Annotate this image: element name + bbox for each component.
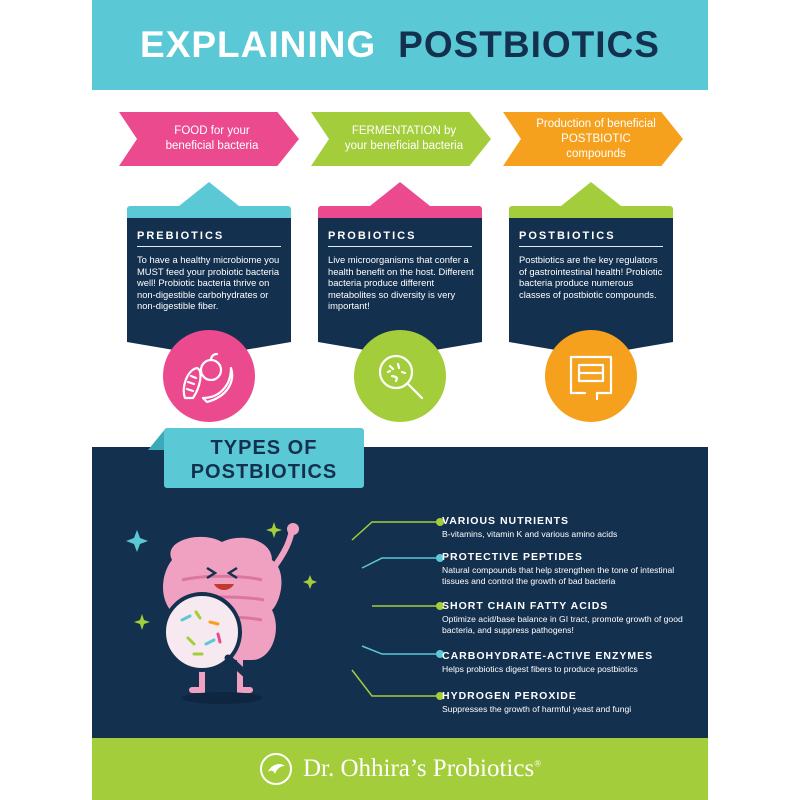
type-item-name: SHORT CHAIN FATTY ACIDS xyxy=(442,600,609,612)
card-prebiotics-body xyxy=(127,218,291,342)
card-probiotics-body xyxy=(318,218,482,342)
card-postbiotics-circle xyxy=(545,330,637,422)
card-postbiotics: POSTBIOTICS Postbiotics are the key regu… xyxy=(509,182,673,422)
type-connectors xyxy=(351,518,444,700)
intestine-icon xyxy=(569,355,613,401)
microscope-icon xyxy=(378,354,424,400)
footer-brand-text: Dr. Ohhira’s Probiotics xyxy=(302,755,535,782)
card-postbiotics-body xyxy=(509,218,673,342)
type-item-name: CARBOHYDRATE-ACTIVE ENZYMES xyxy=(442,650,654,662)
type-item-peptides: PROTECTIVE PEPTIDES Natural compounds th… xyxy=(442,551,702,587)
arrow-food: FOOD for your beneficial bacteria xyxy=(119,112,299,166)
card-probiotics-bar xyxy=(318,206,482,218)
arrow-food-text: FOOD for your beneficial bacteria xyxy=(165,125,259,152)
arrow-production: Production of beneficial POSTBIOTIC comp… xyxy=(503,112,683,166)
page-title-part2: POSTBIOTICS xyxy=(398,24,660,65)
arrow-production-text: Production of beneficial POSTBIOTIC comp… xyxy=(536,117,656,160)
type-item-enzymes: CARBOHYDRATE-ACTIVE ENZYMES Helps probio… xyxy=(442,650,702,675)
card-postbiotics-text: Postbiotics are the key regulators of ga… xyxy=(519,254,663,300)
card-probiotics-text: Live microorganisms that confer a health… xyxy=(328,254,474,312)
type-item-name: PROTECTIVE PEPTIDES xyxy=(442,551,583,563)
type-item-desc: B-vitamins, vitamin K and various amino … xyxy=(442,529,618,539)
intestine-mascot-icon xyxy=(126,522,317,704)
card-probiotics: PROBIOTICS Live microorganisms that conf… xyxy=(318,182,482,422)
footer: Dr. Ohhira’s Probiotics® xyxy=(92,738,708,800)
type-item-nutrients: VARIOUS NUTRIENTS B-vitamins, vitamin K … xyxy=(442,515,702,540)
card-prebiotics-bar xyxy=(127,206,291,218)
card-probiotics-circle xyxy=(354,330,446,422)
card-prebiotics-title: PREBIOTICS xyxy=(137,230,225,242)
arrow-fermentation: FERMENTATION by your beneficial bacteria xyxy=(311,112,491,166)
card-postbiotics-bar xyxy=(509,206,673,218)
type-item-scfa: SHORT CHAIN FATTY ACIDS Optimize acid/ba… xyxy=(442,600,702,636)
card-prebiotics-pointer xyxy=(179,182,239,206)
arrow-fermentation-text: FERMENTATION by your beneficial bacteria xyxy=(344,125,464,152)
fruit-icon xyxy=(182,352,234,404)
type-item-desc: Optimize acid/base balance in GI tract, … xyxy=(442,614,683,635)
card-divider xyxy=(328,246,472,247)
types-title: TYPES OF POSTBIOTICS xyxy=(190,437,338,483)
type-item-desc: Helps probiotics digest fibers to produc… xyxy=(442,664,638,674)
infographic-page: EXPLAINING POSTBIOTICS FOOD for your bene… xyxy=(92,0,708,800)
registered-mark: ® xyxy=(534,758,542,769)
types-banner xyxy=(164,428,364,488)
card-postbiotics-pointer xyxy=(561,182,621,206)
page-title: EXPLAINING POSTBIOTICS xyxy=(140,24,660,66)
type-item-desc: Natural compounds that help strengthen t… xyxy=(442,565,675,586)
type-item-name: VARIOUS NUTRIENTS xyxy=(442,515,570,527)
card-prebiotics: PREBIOTICS To have a healthy microbiome … xyxy=(127,182,291,422)
card-divider xyxy=(519,246,663,247)
card-postbiotics-title: POSTBIOTICS xyxy=(519,230,616,242)
card-divider xyxy=(137,246,281,247)
card-prebiotics-text: To have a healthy microbiome you MUST fe… xyxy=(137,254,280,312)
page-title-part1: EXPLAINING xyxy=(140,24,377,65)
type-item-desc: Suppresses the growth of harmful yeast a… xyxy=(442,704,632,714)
header-banner: EXPLAINING POSTBIOTICS xyxy=(92,0,708,90)
ohhira-logo-icon xyxy=(259,753,292,785)
card-probiotics-title: PROBIOTICS xyxy=(328,230,417,242)
type-item-name: HYDROGEN PEROXIDE xyxy=(442,690,577,702)
card-probiotics-pointer xyxy=(370,182,430,206)
card-prebiotics-circle xyxy=(163,330,255,422)
footer-brand: Dr. Ohhira’s Probiotics® xyxy=(303,755,541,783)
type-item-peroxide: HYDROGEN PEROXIDE Suppresses the growth … xyxy=(442,690,702,715)
